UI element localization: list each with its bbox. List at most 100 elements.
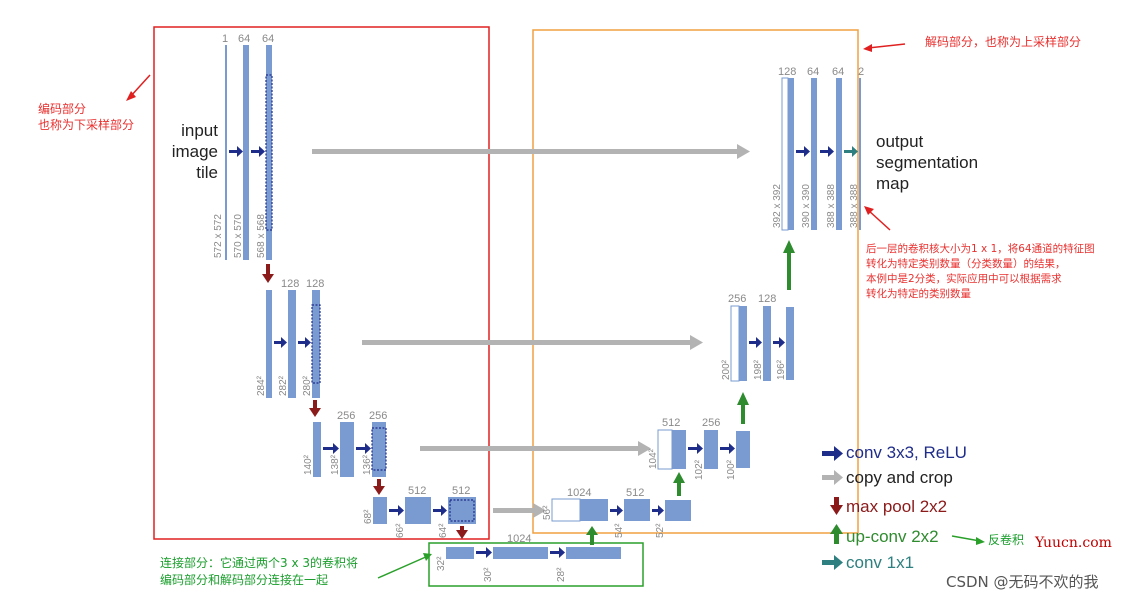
legend-label-conv1x1: conv 1x1	[846, 553, 915, 572]
size-label: 136²	[362, 454, 373, 475]
decoder-arrowhead	[863, 44, 872, 52]
size-label: 138²	[330, 454, 341, 475]
size-label: 102²	[694, 459, 705, 480]
size-label: 388 x 388	[826, 184, 837, 228]
ch-label: 512	[408, 485, 426, 497]
size-label: 570 x 570	[233, 214, 244, 258]
size-label: 104²	[648, 448, 659, 469]
ch-label: 128	[281, 278, 299, 290]
bridge-annotation: 连接部分：它通过两个3 x 3的卷积将 编码部分和解码部分连接在一起	[160, 556, 359, 587]
bar-d2-copy	[730, 305, 740, 382]
decoder-annotation: 解码部分，也称为上采样部分	[925, 35, 1082, 49]
bar-l3-cropped	[371, 427, 387, 471]
upconv-arrow-d2	[783, 240, 795, 290]
bar-l2-conv1	[288, 290, 296, 398]
legend-icon-conv	[822, 446, 843, 461]
encoder-box	[153, 26, 490, 540]
size-label: 392 x 392	[772, 184, 783, 228]
ch-label: 64	[238, 33, 250, 45]
bar-d2-conv1	[763, 306, 771, 381]
legend-icon-copy	[822, 470, 843, 485]
ch-label: 1024	[567, 487, 591, 499]
bridge-annotation-arrow	[377, 555, 429, 579]
bar-d2-up	[739, 306, 747, 381]
deconv-annotation: 反卷积	[988, 533, 1025, 547]
conv-arrows-d2	[749, 337, 785, 348]
input-image-tile-label: input image tile	[171, 121, 218, 182]
legend-icon-conv1x1	[822, 555, 843, 570]
size-label: 64²	[438, 523, 449, 538]
copy-crop-arrow-l1	[312, 144, 750, 159]
size-label: 388 x 388	[849, 184, 860, 228]
bar-l4-conv2	[448, 497, 476, 524]
bar-d2-conv2	[786, 307, 794, 380]
size-label: 282²	[278, 375, 289, 396]
conv1x1-arrow-d1	[844, 146, 858, 157]
copy-crop-arrow-l2	[362, 335, 703, 350]
bar-d3-up	[672, 430, 686, 469]
bar-bottleneck-conv2	[566, 547, 621, 559]
size-label: 100²	[726, 459, 737, 480]
copy-crop-arrow-l4	[493, 503, 546, 518]
ch-label: 2	[858, 66, 864, 78]
size-label: 28²	[556, 567, 567, 582]
maxpool-arrow-l2	[309, 400, 321, 417]
size-label: 32²	[436, 556, 447, 571]
encoder-annotation: 编码部分 也称为下采样部分	[38, 102, 135, 132]
ch-label: 64	[262, 33, 274, 45]
bar-l4-conv1	[405, 497, 431, 524]
bar-d4-copy	[551, 498, 581, 522]
bar-l3-conv2	[372, 422, 386, 477]
ch-label: 256	[337, 410, 355, 422]
conv-arrows-l1	[229, 146, 265, 157]
output-segmentation-map-label: output segmentation map	[876, 132, 979, 193]
bar-l3-conv1	[340, 422, 354, 477]
size-label: 200²	[721, 359, 732, 380]
final-layer-annotation-arrow	[867, 209, 891, 231]
ch-label: 64	[832, 66, 844, 78]
maxpool-arrow-l3	[373, 479, 385, 495]
encoder-annotation-arrow	[129, 74, 151, 98]
legend-icon-upconv	[830, 524, 843, 544]
encoder-arrowhead	[126, 91, 136, 101]
copy-crop-arrow-l3	[420, 441, 651, 456]
bar-l2-conv2	[312, 290, 320, 398]
bar-d4-conv1	[624, 499, 650, 521]
bar-l4-pool	[373, 497, 387, 524]
size-label: 56²	[542, 505, 553, 520]
maxpool-arrow-l4	[456, 526, 468, 539]
bar-l1-input	[225, 45, 227, 260]
bar-l1-conv2	[266, 45, 272, 260]
conv-arrows-d3	[688, 443, 735, 454]
bar-l4-cropped	[449, 499, 475, 522]
ch-label: 128	[306, 278, 324, 290]
upconv-arrow-d3	[737, 392, 749, 424]
deconv-annotation-arrow	[951, 535, 981, 542]
final-layer-arrowhead	[864, 206, 874, 215]
conv-arrows-d4	[610, 505, 664, 516]
size-label: 66²	[395, 523, 406, 538]
ch-label: 512	[452, 485, 470, 497]
size-label: 572 x 572	[213, 214, 224, 258]
size-label: 390 x 390	[801, 184, 812, 228]
ch-label: 128	[778, 66, 796, 78]
csdn-watermark: CSDN @无码不欢的我	[946, 573, 1099, 591]
bar-d3-copy	[657, 429, 673, 470]
upconv-arrow-d4	[673, 472, 685, 496]
bar-d1-conv1	[811, 78, 817, 230]
size-label: 198²	[753, 359, 764, 380]
size-label: 68²	[363, 509, 374, 524]
size-label: 284²	[256, 375, 267, 396]
conv-arrows-bottleneck	[476, 547, 565, 558]
site-watermark: Yuucn.com	[1035, 535, 1112, 551]
ch-label: 512	[662, 417, 680, 429]
decoder-box	[532, 29, 859, 534]
bar-l2-cropped	[311, 304, 321, 384]
maxpool-arrow-l1	[262, 264, 274, 283]
final-layer-annotation: 后一层的卷积核大小为1 x 1，将64通道的特征图 转化为特定类别数量（分类数量…	[866, 243, 1095, 300]
legend-label-copy: copy and crop	[846, 468, 953, 487]
bar-d3-conv2	[736, 431, 750, 468]
legend-label-maxpool: max pool 2x2	[846, 497, 948, 516]
bar-d3-conv1	[704, 430, 718, 469]
